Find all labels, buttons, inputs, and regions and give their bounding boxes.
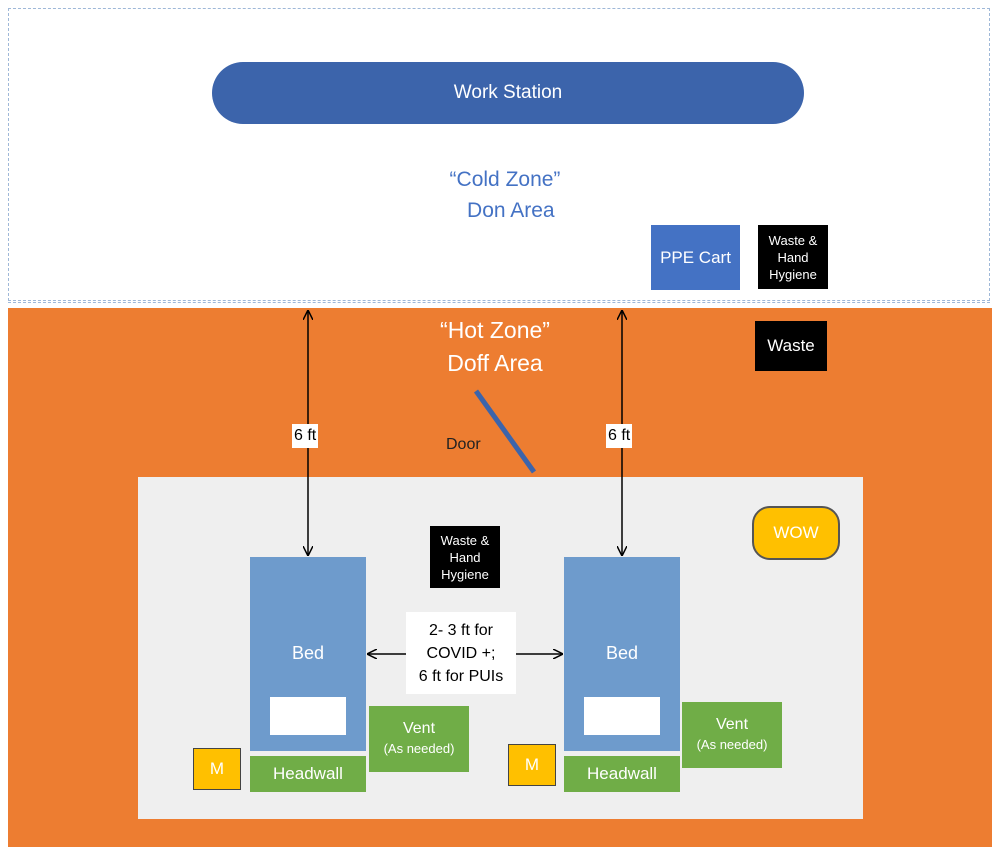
vent-label: Vent (402, 720, 436, 737)
bed-label: Bed (605, 643, 639, 663)
headwall-right: Headwall (564, 756, 680, 792)
vent-right: Vent (As needed) (682, 702, 782, 768)
distance-label-left: 6 ft (292, 424, 319, 448)
monitor-right: M (508, 744, 556, 786)
monitor-left: M (193, 748, 241, 790)
vent-note: (As needed) (383, 741, 455, 756)
vent-note: (As needed) (696, 737, 768, 752)
vent-label: Vent (715, 716, 749, 733)
door-label: Door (446, 436, 481, 453)
bed-right: Bed (564, 557, 680, 751)
waste-hand-hygiene-station-room: Waste & Hand Hygiene (430, 526, 500, 588)
zone-divider-line (8, 302, 990, 303)
bed-label: Bed (291, 643, 325, 663)
hot-zone-label: “Hot Zone” Doff Area (440, 317, 550, 376)
headwall-left: Headwall (250, 756, 366, 792)
door-line (473, 389, 537, 474)
bed-spacing-label: 2- 3 ft for COVID +; 6 ft for PUIs (406, 612, 516, 694)
waste-hand-hygiene-station-cold: Waste & Hand Hygiene (758, 225, 828, 289)
workstation-on-wheels: WOW (752, 506, 840, 560)
cold-zone-label: “Cold Zone” Don Area (449, 168, 561, 222)
pillow (270, 697, 346, 735)
vent-left: Vent (As needed) (369, 706, 469, 772)
cold-zone-boundary (8, 8, 990, 301)
waste-bin-hot-zone: Waste (755, 321, 827, 371)
pillow (584, 697, 660, 735)
work-station: Work Station (212, 62, 804, 124)
distance-label-right: 6 ft (606, 424, 633, 448)
bed-left: Bed (250, 557, 366, 751)
ppe-cart: PPE Cart (651, 225, 740, 290)
